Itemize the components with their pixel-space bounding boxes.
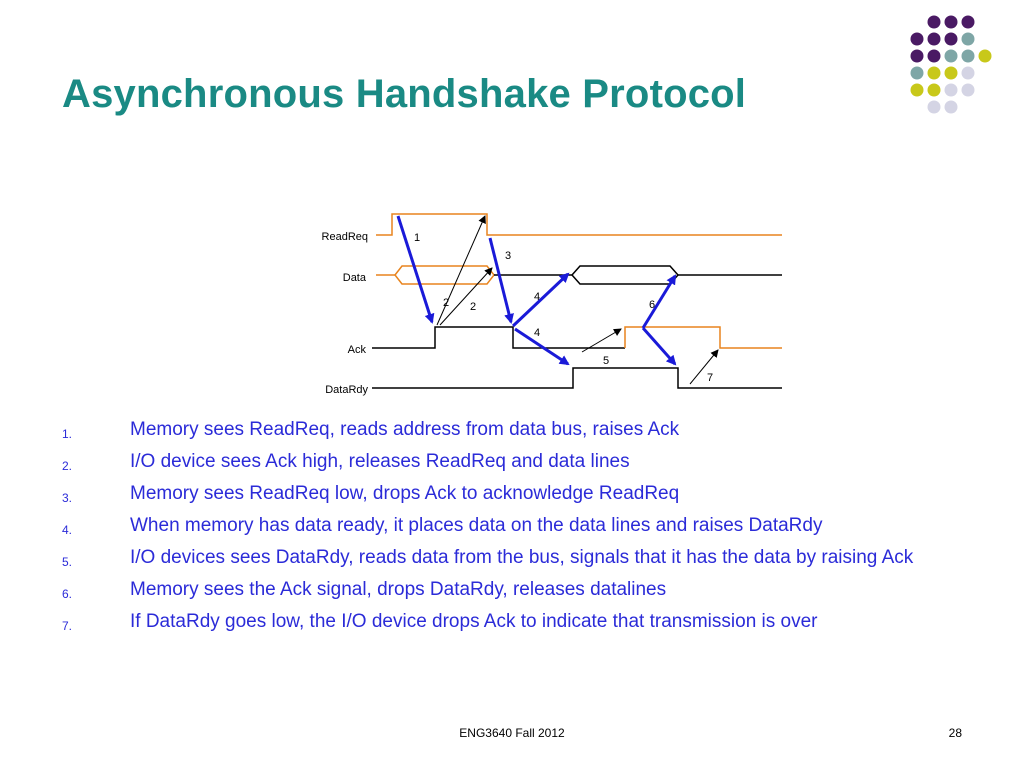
signal-label-ack: Ack (348, 344, 367, 356)
decorative-dot (910, 32, 924, 46)
decorative-dot (944, 15, 958, 29)
ack-waveform (372, 326, 782, 349)
step-label-2b: 2 (470, 301, 476, 313)
signal-label-readreq: ReadReq (322, 231, 368, 243)
datardy-waveform (372, 367, 782, 389)
decorative-dot (944, 83, 958, 97)
thin-arrows (436, 215, 719, 385)
signal-label-datardy: DataRdy (325, 384, 368, 396)
decorative-dot (910, 66, 924, 80)
step-label-3: 3 (505, 250, 511, 262)
step-label-4b: 4 (534, 327, 540, 339)
decorative-dot (944, 100, 958, 114)
list-item: 3.Memory sees ReadReq low, drops Ack to … (62, 483, 680, 505)
steps-list: 1.Memory sees ReadReq, reads address fro… (62, 418, 982, 642)
decorative-dot (944, 66, 958, 80)
decorative-dot (961, 49, 975, 63)
decorative-dot (961, 83, 975, 97)
decorative-dot (927, 100, 941, 114)
step-label-2a: 2 (443, 297, 449, 309)
list-item: 1.Memory sees ReadReq, reads address fro… (62, 419, 680, 441)
decorative-dot (927, 83, 941, 97)
page-number: 28 (948, 726, 962, 740)
list-item: 6.Memory sees the Ack signal, drops Data… (62, 579, 667, 601)
decorative-dot (927, 32, 941, 46)
decorative-dot (927, 66, 941, 80)
decorative-dot (910, 49, 924, 63)
step-label-4a: 4 (534, 291, 540, 303)
signal-label-data: Data (343, 272, 367, 284)
decorative-dot-grid (910, 15, 992, 114)
list-item: 5.I/O devices sees DataRdy, reads data f… (62, 547, 914, 569)
step-label-7: 7 (707, 372, 713, 384)
list-item: 4.When memory has data ready, it places … (62, 515, 823, 537)
bold-arrows (396, 215, 677, 366)
decorative-dot (910, 83, 924, 97)
list-item: 7.If DataRdy goes low, the I/O device dr… (62, 611, 818, 633)
decorative-dot (944, 32, 958, 46)
decorative-dot (944, 49, 958, 63)
slide-footer: ENG3640 Fall 2012 (459, 726, 565, 740)
timing-diagram: ReadReq Data Ack DataRdy 1 (322, 213, 782, 396)
decorative-dot (961, 32, 975, 46)
decorative-dot (978, 49, 992, 63)
slide-title: Asynchronous Handshake Protocol (62, 72, 747, 116)
list-item: 2.I/O device sees Ack high, releases Rea… (62, 451, 630, 473)
decorative-dot (961, 15, 975, 29)
step-label-6: 6 (649, 299, 655, 311)
decorative-dot (961, 66, 975, 80)
readreq-waveform (376, 213, 782, 236)
decorative-dot (927, 15, 941, 29)
decorative-dot (927, 49, 941, 63)
step-label-1: 1 (414, 232, 420, 244)
data-waveform (376, 265, 782, 285)
step-label-5: 5 (603, 355, 609, 367)
